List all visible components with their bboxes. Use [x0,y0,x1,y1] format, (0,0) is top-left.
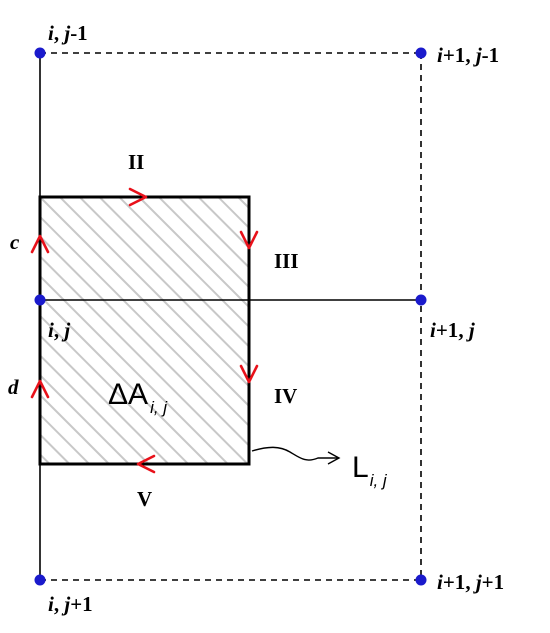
label-segment-IV: IV [274,384,297,408]
boundary-pointer-arrowhead [327,451,341,465]
label-node-bottom-left: i, j+1 [48,592,93,616]
label-segment-II: II [128,150,144,174]
label-boundary: Li, j [352,451,388,490]
label-segment-c: c [10,230,20,254]
control-volume-cell [38,195,251,466]
label-segment-III: III [274,249,299,273]
node-center [34,294,46,306]
label-segment-V: V [137,487,152,511]
label-node-center-right: i+1, j [430,318,475,342]
node-bottom-right [415,574,427,586]
label-node-bottom-right: i+1, j+1 [437,570,504,594]
arrow-up-left-edge-lower [30,379,50,399]
arrow-right-top-edge [128,187,148,207]
boundary-pointer-curve [251,446,338,461]
node-center-right [415,294,427,306]
arrow-down-right-edge-lower [239,364,259,384]
arrow-left-bottom-edge [136,454,156,474]
node-top-left [34,47,46,59]
label-node-center: i, j [48,318,70,342]
node-top-right [415,47,427,59]
label-node-top-left: i, j-1 [48,21,88,45]
arrow-up-left-edge-upper [30,234,50,254]
label-segment-d: d [8,375,19,399]
node-bottom-left [34,574,46,586]
label-node-top-right: i+1, j-1 [437,43,499,67]
arrow-down-right-edge-upper [239,230,259,250]
